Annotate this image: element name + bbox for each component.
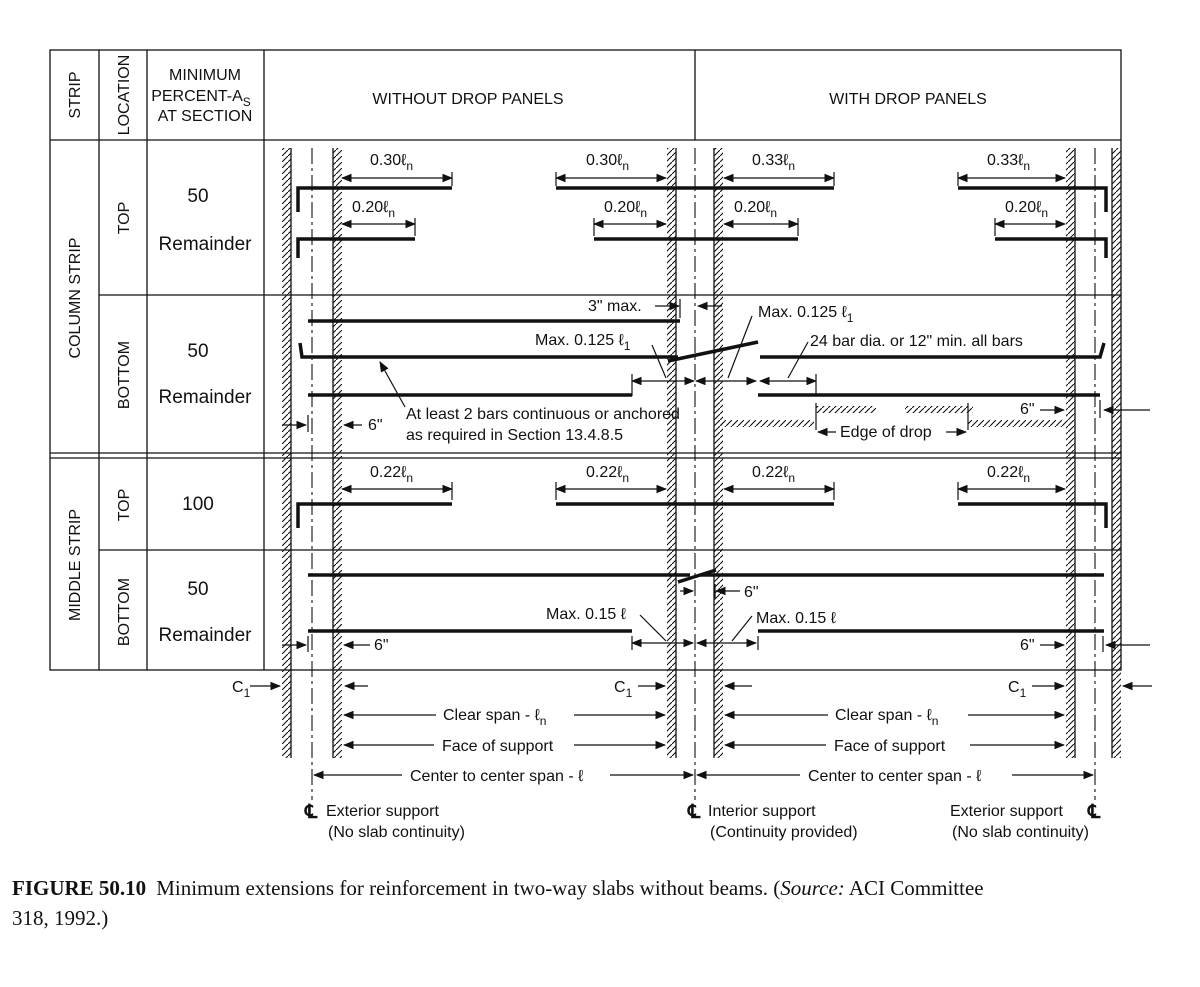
header-with-drop: WITH DROP PANELS	[829, 91, 987, 108]
header-location: LOCATION	[116, 55, 133, 136]
dim-030-left: 0.30ℓn	[370, 152, 413, 173]
cl-symbol-int: ℄	[687, 802, 701, 823]
support-columns	[282, 148, 1121, 800]
dim-033-right: 0.33ℓn	[987, 152, 1030, 173]
center-span-left: Center to center span - ℓ	[410, 768, 583, 785]
dim-022-right: 0.22ℓn	[987, 464, 1030, 485]
header-minimum: MINIMUM	[169, 67, 241, 84]
face-support-right: Face of support	[834, 738, 946, 755]
cs-top-bar-2-left	[296, 237, 415, 258]
c1-interior: C1	[614, 679, 633, 700]
center-span-right: Center to center span - ℓ	[808, 768, 981, 785]
dim-six-ms-right: 6"	[1020, 637, 1035, 654]
note-two-bars-2: as required in Section 13.4.8.5	[406, 427, 623, 444]
dim-max0125-left: Max. 0.125 ℓ1	[535, 332, 631, 353]
label-column-strip: COLUMN STRIP	[67, 238, 84, 359]
hatch-ext-right-outer	[1112, 148, 1121, 758]
label-ms-top: TOP	[116, 489, 133, 522]
cs-bot-pct-50: 50	[187, 341, 208, 362]
ext-support-left-1: Exterior support	[326, 803, 439, 820]
dim-max015-left: Max. 0.15 ℓ	[546, 606, 626, 623]
ms-top-pct-100: 100	[182, 494, 214, 515]
label-middle-strip: MIDDLE STRIP	[67, 509, 84, 621]
header-percent: PERCENT-AS	[151, 88, 251, 109]
c1-left: C1	[232, 679, 251, 700]
cl-symbol-right: ℄	[1087, 802, 1101, 823]
dim-six-right-cs: 6"	[1020, 401, 1035, 418]
clear-span-left: Clear span - ℓn	[443, 707, 546, 728]
cs-top-pct-remainder: Remainder	[159, 234, 253, 255]
ext-support-right-1: Exterior support	[950, 803, 1063, 820]
dim-3-max: 3" max.	[588, 298, 642, 315]
cs-top-bar-1-left	[296, 186, 452, 212]
ext-support-right-2: (No slab continuity)	[952, 824, 1089, 841]
dim-max015-right: Max. 0.15 ℓ	[756, 610, 836, 627]
dim-six-ms-int: 6"	[744, 584, 759, 601]
dim-030-int: 0.30ℓn	[586, 152, 629, 173]
ms-bot-splice	[677, 568, 717, 584]
row-labels: COLUMN STRIP MIDDLE STRIP TOP BOTTOM TOP…	[67, 186, 252, 646]
dim-022-left: 0.22ℓn	[370, 464, 413, 485]
hatch-ext-left-inner	[333, 148, 342, 758]
label-ms-bottom: BOTTOM	[116, 578, 133, 646]
dim-six-ms-left: 6"	[374, 637, 389, 654]
c1-right: C1	[1008, 679, 1027, 700]
hatch-ext-left-outer	[282, 148, 291, 758]
cs-bot-pct-remainder: Remainder	[159, 387, 253, 408]
ms-bot-pct-50: 50	[187, 579, 208, 600]
hatch-ext-right-inner	[1066, 148, 1075, 758]
dim-022-int-right: 0.22ℓn	[752, 464, 795, 485]
cl-symbol-left: ℄	[304, 802, 318, 823]
ms-bot-pct-remainder: Remainder	[159, 625, 253, 646]
face-support-left: Face of support	[442, 738, 554, 755]
ms-top-bars: 0.22ℓn 0.22ℓn 0.22ℓn 0.22ℓn	[296, 464, 1108, 528]
ext-support-left-2: (No slab continuity)	[328, 824, 465, 841]
cs-bot-splice-a	[667, 340, 759, 363]
table-grid	[49, 49, 1122, 671]
cs-top-bars: 0.30ℓn 0.20ℓn 0.30ℓn 0.20ℓn 0.33ℓn 0.20ℓ…	[296, 152, 1108, 258]
note-edge-of-drop: Edge of drop	[840, 424, 932, 441]
label-cs-top: TOP	[116, 202, 133, 235]
hatch-int-left	[667, 148, 676, 758]
dim-020-left: 0.20ℓn	[352, 199, 395, 220]
header-strip: STRIP	[67, 71, 84, 118]
span-dimensions: C1 C1 C1 Clear span - ℓn Clear span - ℓn…	[232, 679, 1152, 785]
dim-max0125-right: Max. 0.125 ℓ1	[758, 304, 854, 325]
ms-bottom-bars: 6" Max. 0.15 ℓ Max. 0.15 ℓ 6" 6"	[282, 568, 1150, 654]
cs-top-pct-50: 50	[187, 186, 208, 207]
dim-022-int-left: 0.22ℓn	[586, 464, 629, 485]
table-header: STRIP LOCATION MINIMUM PERCENT-AS AT SEC…	[67, 55, 987, 136]
cs-top-bar-1-right	[958, 186, 1108, 212]
dim-six-left: 6"	[368, 417, 383, 434]
int-support-1: Interior support	[708, 803, 816, 820]
support-labels: ℄ Exterior support (No slab continuity) …	[304, 802, 1101, 841]
dim-020-right: 0.20ℓn	[1005, 199, 1048, 220]
hatch-int-right	[714, 148, 723, 758]
caption-line-2: 318, 1992.)	[12, 906, 108, 930]
note-two-bars-1: At least 2 bars continuous or anchored	[406, 406, 680, 423]
header-at-section: AT SECTION	[158, 108, 253, 125]
label-cs-bottom: BOTTOM	[116, 341, 133, 409]
dim-020-int-left: 0.20ℓn	[604, 199, 647, 220]
cs-bottom-bars: 3" max. Max. 0.125 ℓ1 Max. 0.125 ℓ1 24 b…	[282, 298, 1150, 444]
cs-bot-bar-continuous	[298, 342, 678, 359]
dim-033-int: 0.33ℓn	[752, 152, 795, 173]
cs-top-bar-2-right	[995, 237, 1108, 258]
ms-top-bar-right	[958, 502, 1108, 528]
clear-span-right: Clear span - ℓn	[835, 707, 938, 728]
header-without-drop: WITHOUT DROP PANELS	[372, 91, 563, 108]
dim-24-bar-dia: 24 bar dia. or 12" min. all bars	[810, 333, 1023, 350]
int-support-2: (Continuity provided)	[710, 824, 858, 841]
cs-bot-bar-continuous-right	[760, 342, 1106, 359]
ms-top-bar-left	[296, 502, 452, 528]
dim-020-int-right: 0.20ℓn	[734, 199, 777, 220]
